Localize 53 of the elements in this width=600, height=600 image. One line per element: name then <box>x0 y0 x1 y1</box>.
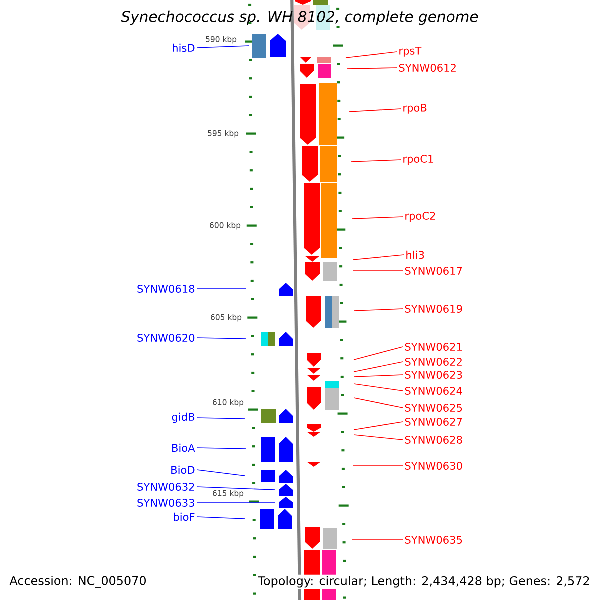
gene-label: SYNW0635 <box>405 536 462 544</box>
gene-label: gidB <box>172 412 195 424</box>
leader-line <box>352 254 404 260</box>
leader-line <box>350 160 402 162</box>
gene-label: SYNW0621 <box>405 343 462 351</box>
gene-label: SYNW0617 <box>405 267 462 275</box>
gene-label: SYNW0612 <box>399 64 456 72</box>
leader-line <box>196 288 246 290</box>
gene-label: SYNW0630 <box>405 462 462 470</box>
gene-label: hli3 <box>406 250 424 260</box>
gene-label: rpoB <box>404 104 427 114</box>
gene-label: SYNW0619 <box>405 305 462 313</box>
gene-label: rpoC2 <box>406 212 436 222</box>
leader-line <box>354 398 404 408</box>
gene-label: SYNW0627 <box>405 418 462 426</box>
gene-label: BioD <box>172 466 195 474</box>
gene-label: SYNW0632 <box>138 483 194 491</box>
leader-line <box>354 308 404 312</box>
gene-label: rpsT <box>400 47 422 57</box>
leader-line <box>354 362 404 372</box>
leader-line <box>196 516 246 520</box>
leader-line <box>196 486 276 490</box>
gene-label: BioA <box>172 444 196 452</box>
gene-label: SYNW0625 <box>405 404 462 412</box>
leader-line <box>354 346 404 360</box>
genome-info-text: Topology: circular; Length: 2,434,428 bp; Genes: 2,572 <box>256 574 592 590</box>
leader-line <box>352 270 404 272</box>
gene-label: SYNW0620 <box>138 334 195 342</box>
leader-line <box>354 434 404 440</box>
gene-label: SYNW0624 <box>405 387 462 395</box>
leader-line <box>352 216 404 220</box>
accession-text: Accession: NC_005070 <box>10 576 146 588</box>
leader-line <box>196 470 246 476</box>
leader-line <box>354 384 404 392</box>
gene-label: SYNW0622 <box>405 358 462 366</box>
leader-line <box>348 108 402 112</box>
gene-label: SYNW0618 <box>138 285 195 293</box>
leader-line <box>196 338 246 340</box>
leader-line <box>196 418 246 420</box>
leader-line <box>346 52 398 58</box>
leader-line <box>346 68 398 70</box>
gene-label: SYNW0633 <box>138 499 194 507</box>
leader-line <box>354 422 404 430</box>
leader-line <box>354 374 404 378</box>
gene-label: bioF <box>174 512 195 522</box>
genome-title: Synechococcus sp. WH 8102, complete genome <box>121 10 478 26</box>
leader-line <box>196 46 250 48</box>
gene-label: rpoC1 <box>404 155 434 165</box>
leader-line <box>196 502 276 504</box>
gene-label: hisD <box>173 44 195 52</box>
gene-label: SYNW0623 <box>405 371 462 379</box>
gene-label: SYNW0628 <box>405 436 462 444</box>
leader-line <box>196 448 246 450</box>
